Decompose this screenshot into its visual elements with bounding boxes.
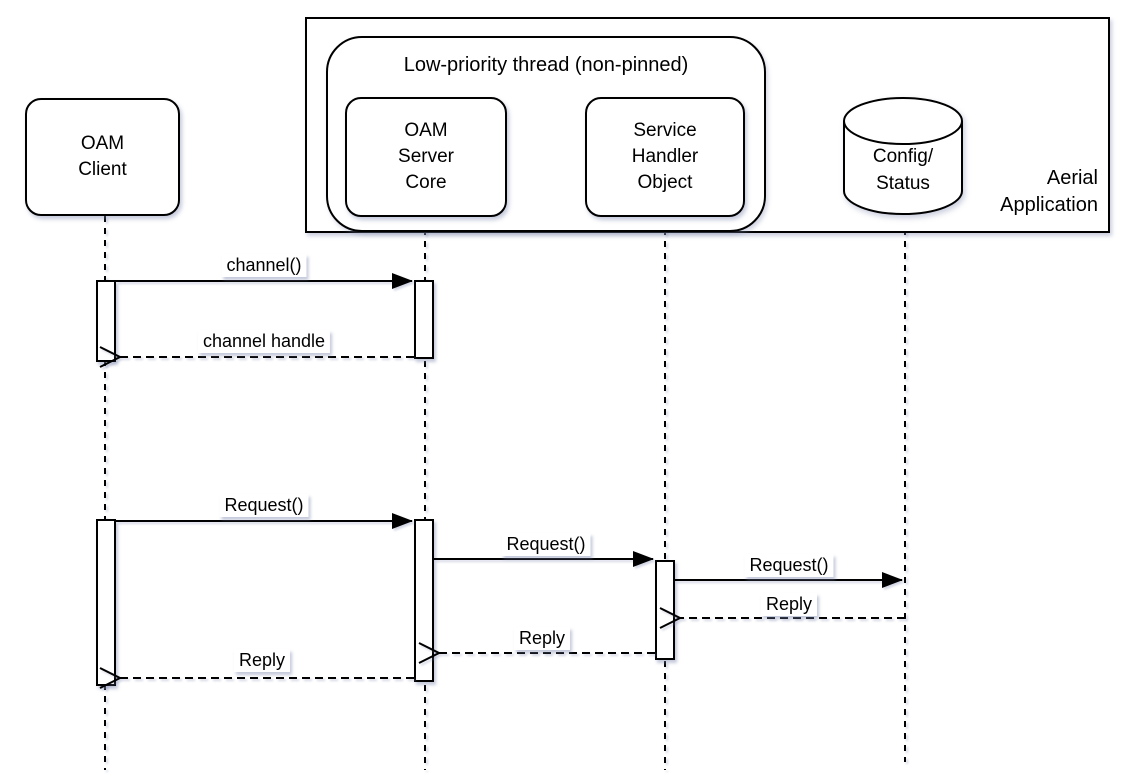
- participant-service-handler: Service Handler Object: [585, 97, 745, 217]
- message-label-channel: channel(): [221, 254, 307, 277]
- message-label-request-3: Request(): [744, 554, 834, 577]
- participant-oam-server-core: OAM Server Core: [345, 97, 507, 217]
- container-low-priority-thread-label: Low-priority thread (non-pinned): [403, 54, 689, 76]
- message-label-reply-1: Reply: [760, 593, 818, 616]
- participant-config-status-label: Config/ Status: [872, 146, 934, 194]
- participant-oam-client-label: OAM Client: [78, 133, 127, 180]
- activation-bar-oam-client-1: [96, 280, 116, 362]
- activation-bar-oam-server-core-1: [414, 280, 434, 359]
- database-cylinder-icon: [843, 97, 963, 215]
- message-label-reply-2: Reply: [513, 627, 571, 650]
- activation-bar-service-handler: [655, 560, 675, 660]
- message-label-channel-handle: channel handle: [197, 330, 331, 353]
- message-label-request-2: Request(): [501, 533, 591, 556]
- activation-bar-oam-server-core-2: [414, 519, 434, 682]
- message-label-reply-3: Reply: [233, 649, 291, 672]
- participant-oam-server-core-label: OAM Server Core: [398, 120, 454, 193]
- participant-service-handler-label: Service Handler Object: [631, 120, 699, 193]
- message-label-request-1: Request(): [219, 494, 309, 517]
- activation-bar-oam-client-2: [96, 519, 116, 686]
- container-aerial-application-label: Aerial Application: [1000, 167, 1098, 216]
- participant-oam-client: OAM Client: [25, 98, 180, 216]
